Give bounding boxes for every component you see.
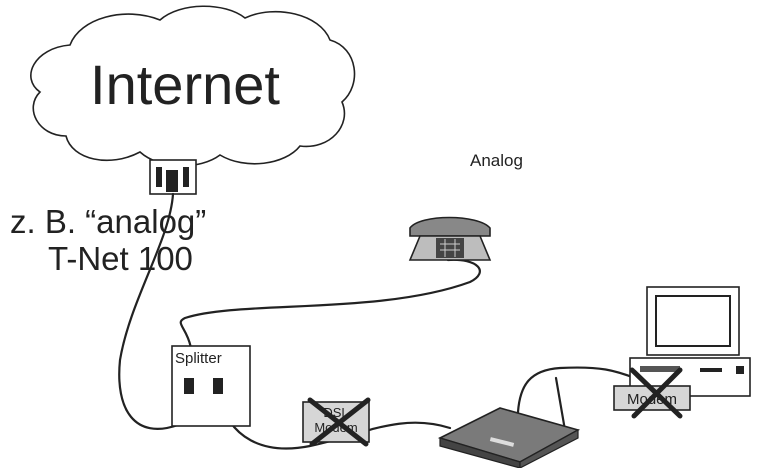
splitter-box xyxy=(171,345,251,427)
line-product-label: T-Net 100 xyxy=(48,240,193,277)
telephone-icon xyxy=(408,216,492,261)
cross-out-icon xyxy=(629,367,683,419)
cable-router-to-pc xyxy=(516,366,642,414)
cross-out-icon xyxy=(307,397,371,447)
analog-label: Analog xyxy=(470,151,523,170)
wall-socket-icon xyxy=(149,159,197,195)
internet-cloud-icon xyxy=(30,5,356,167)
line-type-label: z. B. “analog” xyxy=(10,203,206,240)
splitter-label: Splitter xyxy=(175,350,222,367)
dsl-router-icon xyxy=(437,407,581,469)
cable-splitter-to-phone xyxy=(179,258,481,382)
desktop-computer-icon xyxy=(629,286,751,397)
cable-socket-to-splitter xyxy=(118,192,180,430)
cloud-label: Internet xyxy=(90,53,280,116)
cable-splitter-to-router xyxy=(216,390,452,450)
